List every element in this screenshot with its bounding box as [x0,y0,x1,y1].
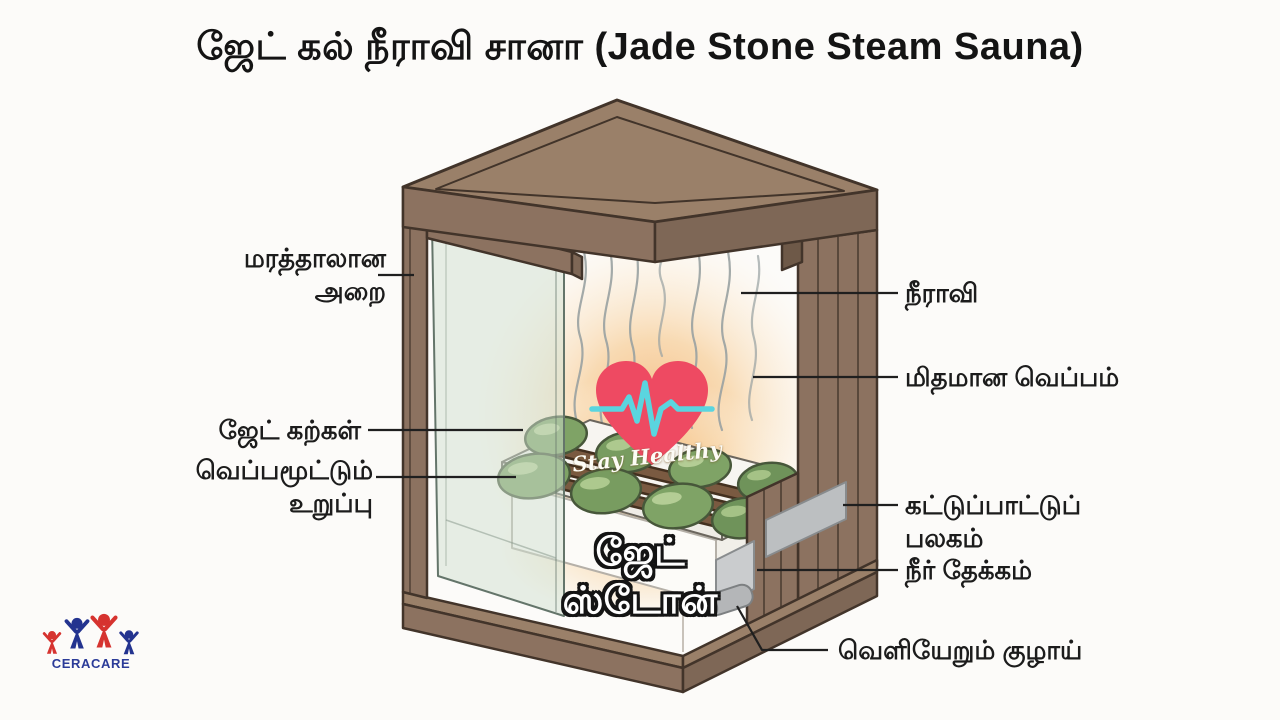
label-heating-element: வெப்பமூட்டும் உறுப்பு [196,454,373,520]
label-steam-line1: நீராவி [905,278,979,308]
roof [401,98,879,264]
label-mild-heat: மிதமான வெப்பம் [905,361,1119,394]
ekg-line-icon [589,380,715,437]
label-water-reservoir: நீர் தேக்கம் [905,554,1032,587]
label-wooden-room-line2: அறை [314,276,386,306]
label-water-reservoir-line1: நீர் தேக்கம் [905,555,1033,585]
base-frame [401,558,879,694]
center-caption-jade-stone: ஜேட் ஸ்டோன் [562,532,718,622]
heart-logo [589,361,715,465]
label-heating-element-line2: உறுப்பு [288,488,373,518]
label-wooden-room: மரத்தாலான அறை [244,242,386,308]
outlet-pipe [703,583,754,617]
brand-name: CERACARE [51,656,131,671]
label-control-panel-line1: கட்டுப்பாட்டுப் [905,490,1082,520]
label-outlet-pipe: வெளியேறும் குழாய் [838,634,1082,667]
label-control-panel: கட்டுப்பாட்டுப் பலகம் [905,489,1081,555]
label-jade-stones: ஜேட் கற்கள் [219,414,361,447]
label-heating-element-line1: வெப்பமூட்டும் [195,455,373,485]
label-wooden-room-line1: மரத்தாலான [243,243,386,273]
label-control-panel-line2: பலகம் [905,523,984,553]
leader-outlet-pipe [736,605,828,652]
control-panel [765,481,847,558]
page-title: ஜேட் கல் நீராவி சானா (Jade Stone Steam S… [196,26,1084,68]
label-steam: நீராவி [905,277,978,310]
leader-lines [368,273,898,652]
label-mild-heat-line1: மிதமான வெப்பம் [905,362,1120,392]
label-jade-stones-line1: ஜேட் கற்கள் [218,415,361,445]
ceracare-logo [42,613,139,655]
label-outlet-pipe-line1: வெளியேறும் குழாய் [838,635,1083,665]
